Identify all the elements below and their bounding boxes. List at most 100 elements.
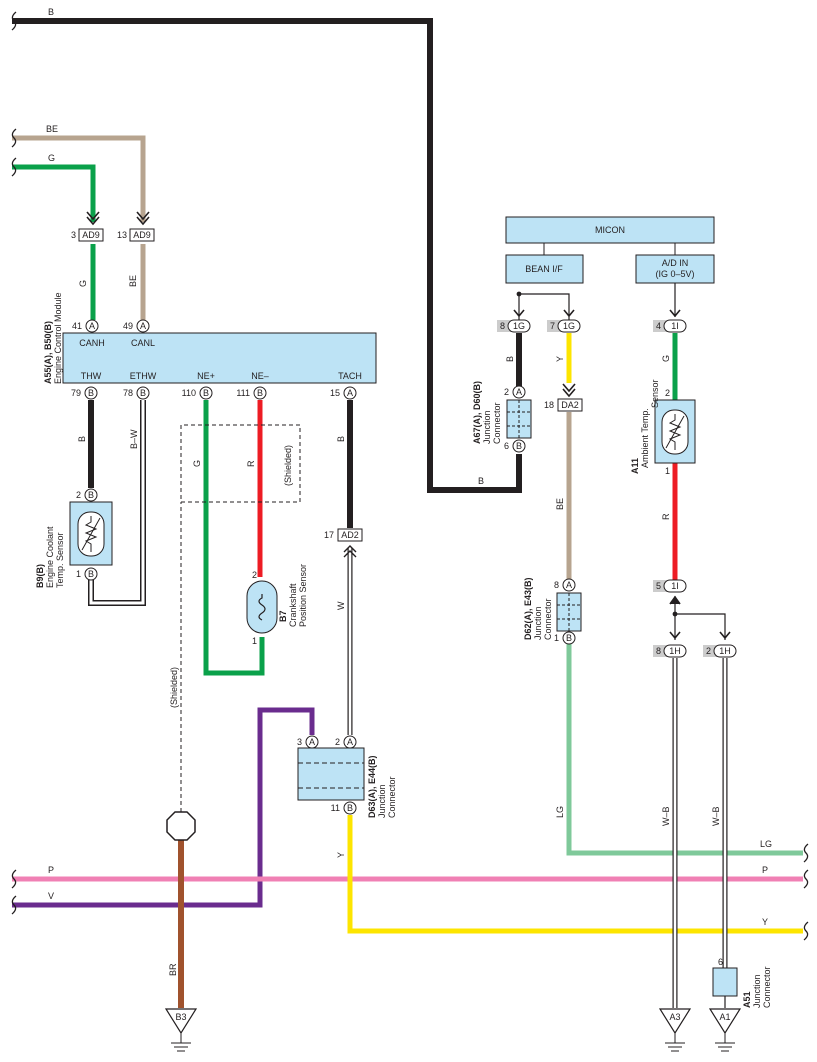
wire-label: B <box>48 7 54 17</box>
a51-line1: Junction <box>752 974 762 1008</box>
d62-line2: Connector <box>543 598 553 640</box>
svg-text:1: 1 <box>665 466 670 476</box>
a67-line2: Connector <box>492 402 502 444</box>
svg-text:8: 8 <box>656 646 661 656</box>
crank-line2: Position Sensor <box>298 564 308 627</box>
pin-num: 78 <box>123 388 133 398</box>
wire-label: B <box>77 436 87 442</box>
micon-title: MICON <box>595 225 625 235</box>
svg-text:1I: 1I <box>671 581 679 591</box>
svg-text:A: A <box>516 387 522 397</box>
crank-code: B7 <box>278 610 288 622</box>
a67-code: A67(A), D60(B) <box>472 381 482 444</box>
terminal-label-canh: CANH <box>79 338 105 348</box>
adin-box <box>635 254 715 284</box>
svg-text:2: 2 <box>665 388 670 398</box>
wire-y-junc <box>347 815 803 934</box>
wire-lg <box>566 644 803 856</box>
svg-text:A3: A3 <box>669 1012 680 1022</box>
svg-text:1: 1 <box>554 633 559 643</box>
shield-lines <box>180 424 301 812</box>
micon-box <box>505 216 715 244</box>
wire-label: W–B <box>711 806 721 826</box>
wire-label: V <box>48 891 54 901</box>
ambient-temp-sensor: 2 1 <box>654 388 696 476</box>
svg-text:2: 2 <box>335 737 340 747</box>
ambient-code: A11 <box>630 458 640 474</box>
pin-num: 49 <box>123 321 133 331</box>
svg-text:8: 8 <box>500 321 505 331</box>
coolant-line2: Temp. Sensor <box>55 532 65 588</box>
pin-letter: A <box>347 388 353 398</box>
wire-label: W–B <box>661 806 671 826</box>
pin-letter: A <box>140 321 146 331</box>
terminal-label-thw: THW <box>81 371 102 381</box>
svg-text:1: 1 <box>76 569 81 579</box>
adin-label-2: (IG 0–5V) <box>655 269 694 279</box>
pin-letter: A <box>89 321 95 331</box>
svg-text:1H: 1H <box>669 646 681 656</box>
wire-b-top <box>12 18 522 493</box>
wire-label: R <box>661 513 671 520</box>
wire-label: R <box>246 460 256 467</box>
connector-1h-left: 1H 8 <box>653 631 687 658</box>
pin-letter: B <box>257 388 263 398</box>
pin-num: 79 <box>71 388 81 398</box>
terminal-label-ethw: ETHW <box>130 371 157 381</box>
crank-line1: Crankshaft <box>288 583 298 627</box>
wire-label: G <box>48 153 55 163</box>
a67-line1: Junction <box>482 410 492 444</box>
svg-text:DA2: DA2 <box>561 400 579 410</box>
svg-text:8: 8 <box>554 580 559 590</box>
pin-letter: B <box>203 388 209 398</box>
a51-code: A51 <box>742 991 752 1008</box>
wire-label: BE <box>46 124 58 134</box>
wire-label: P <box>762 865 768 875</box>
engine-coolant-temp-sensor: B 2 B 1 <box>69 488 113 581</box>
d62-line1: Junction <box>533 606 543 640</box>
svg-text:B: B <box>516 441 522 451</box>
svg-text:A: A <box>309 737 315 747</box>
pin-num: 15 <box>330 388 340 398</box>
connector-1h-right: 1H 2 <box>703 631 737 658</box>
wire-label: B <box>478 476 484 486</box>
wire-label: W <box>336 601 346 610</box>
shielded-label-1: (Shielded) <box>283 445 293 486</box>
svg-text:1I: 1I <box>671 321 679 331</box>
wire-g-nep <box>203 400 265 676</box>
bean-if-label: BEAN I/F <box>525 264 563 274</box>
connector-1i-bottom: 1I 5 <box>653 579 687 605</box>
svg-text:A: A <box>566 580 572 590</box>
ground-a1: A1 <box>708 1008 742 1052</box>
connector-ad2: AD2 17 <box>324 528 363 558</box>
svg-text:B: B <box>88 569 94 579</box>
svg-text:6: 6 <box>504 441 509 451</box>
bean-if-box <box>505 254 584 284</box>
wire-label: BR <box>168 963 178 976</box>
svg-text:3: 3 <box>297 737 302 747</box>
svg-text:2: 2 <box>504 387 509 397</box>
ecm-code: A55(A), B50(B) <box>43 321 53 384</box>
terminal-label-tach: TACH <box>338 371 362 381</box>
ecm-name: Engine Control Module <box>53 292 63 384</box>
shielded-label-2: (Shielded) <box>169 667 179 708</box>
svg-text:1: 1 <box>252 636 257 646</box>
wire-g-left <box>12 164 96 222</box>
coolant-code: B9(B) <box>35 564 45 588</box>
svg-text:A: A <box>347 737 353 747</box>
connector-1i-top: 1I 4 <box>653 309 687 333</box>
svg-text:1G: 1G <box>513 321 525 331</box>
ecm-box <box>62 332 377 384</box>
svg-text:1H: 1H <box>719 646 731 656</box>
wire-label: P <box>48 865 54 875</box>
wire-label: Y <box>762 917 768 927</box>
wire-label: LG <box>760 839 772 849</box>
pin-num: 111 <box>236 388 250 398</box>
pin-letter: B <box>88 388 94 398</box>
pin-num: 41 <box>72 321 82 331</box>
ground-b3: B3 <box>164 1008 198 1052</box>
wire-v <box>12 707 315 908</box>
svg-text:18: 18 <box>544 400 554 410</box>
terminal-label-nep: NE+ <box>197 371 215 381</box>
